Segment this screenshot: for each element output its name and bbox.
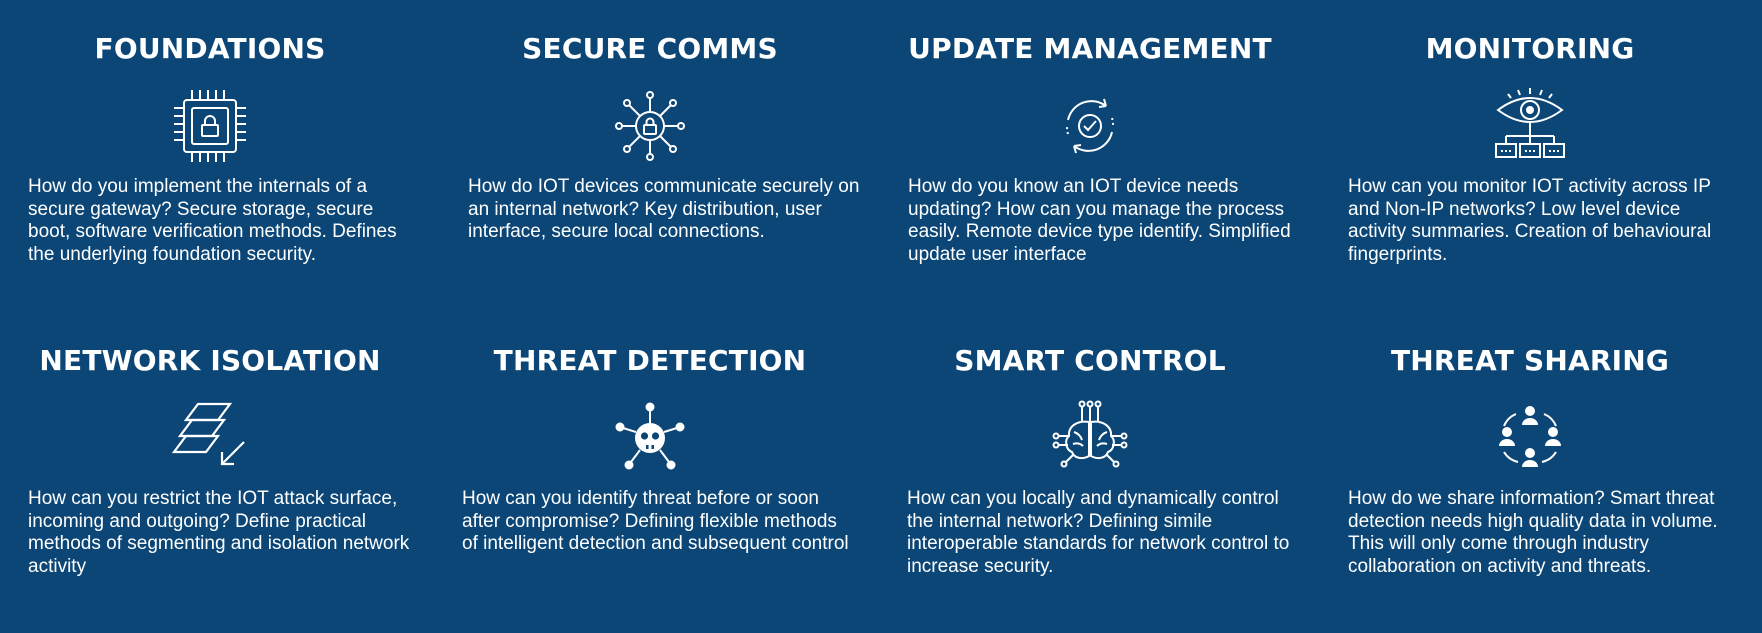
skull-network-icon (610, 398, 690, 478)
section-description: How do we share information? Smart threa… (1348, 488, 1718, 577)
section-title: MONITORING (1425, 32, 1635, 65)
section-title: THREAT SHARING (1390, 344, 1670, 377)
section-description: How can you monitor IOT activity across … (1348, 176, 1712, 265)
section-threat-detection: THREAT DETECTION How can you identify th… (440, 312, 860, 612)
people-sharing-icon (1490, 398, 1570, 478)
section-secure-comms: SECURE COMMS How do IOT devices communic… (440, 0, 860, 300)
section-description: How can you restrict the IOT attack surf… (28, 488, 410, 577)
section-network-isolation: NETWORK ISOLATION How can you restrict t… (0, 312, 420, 612)
section-title: THREAT DETECTION (493, 344, 807, 377)
section-title: SMART CONTROL (954, 344, 1226, 377)
section-description: How do IOT devices communicate securely … (468, 176, 860, 242)
section-title: UPDATE MANAGEMENT (908, 32, 1272, 65)
section-threat-sharing: THREAT SHARING How do we share informa (1320, 312, 1740, 612)
brain-circuit-icon (1050, 398, 1130, 478)
section-update-management: UPDATE MANAGEMENT How do you know an IOT… (880, 0, 1300, 300)
section-description: How do you know an IOT device needs upda… (908, 176, 1291, 265)
section-title: NETWORK ISOLATION (39, 344, 381, 377)
chip-lock-icon (170, 86, 250, 166)
section-foundations: FOUNDATIONS How do you implement the int… (0, 0, 420, 300)
layers-arrow-icon (170, 398, 250, 478)
section-monitoring: MONITORING How can you monitor IOT ac (1320, 0, 1740, 300)
section-smart-control: SMART CONTROL How can you locally and dy… (880, 312, 1300, 612)
section-description: How can you identify threat before or so… (462, 488, 849, 554)
section-title: FOUNDATIONS (94, 32, 326, 65)
section-title: SECURE COMMS (522, 32, 778, 65)
eye-network-icon (1490, 86, 1570, 166)
update-cycle-check-icon (1050, 86, 1130, 166)
network-lock-icon (610, 86, 690, 166)
section-description: How can you locally and dynamically cont… (907, 488, 1290, 577)
section-description: How do you implement the internals of a … (28, 176, 397, 265)
